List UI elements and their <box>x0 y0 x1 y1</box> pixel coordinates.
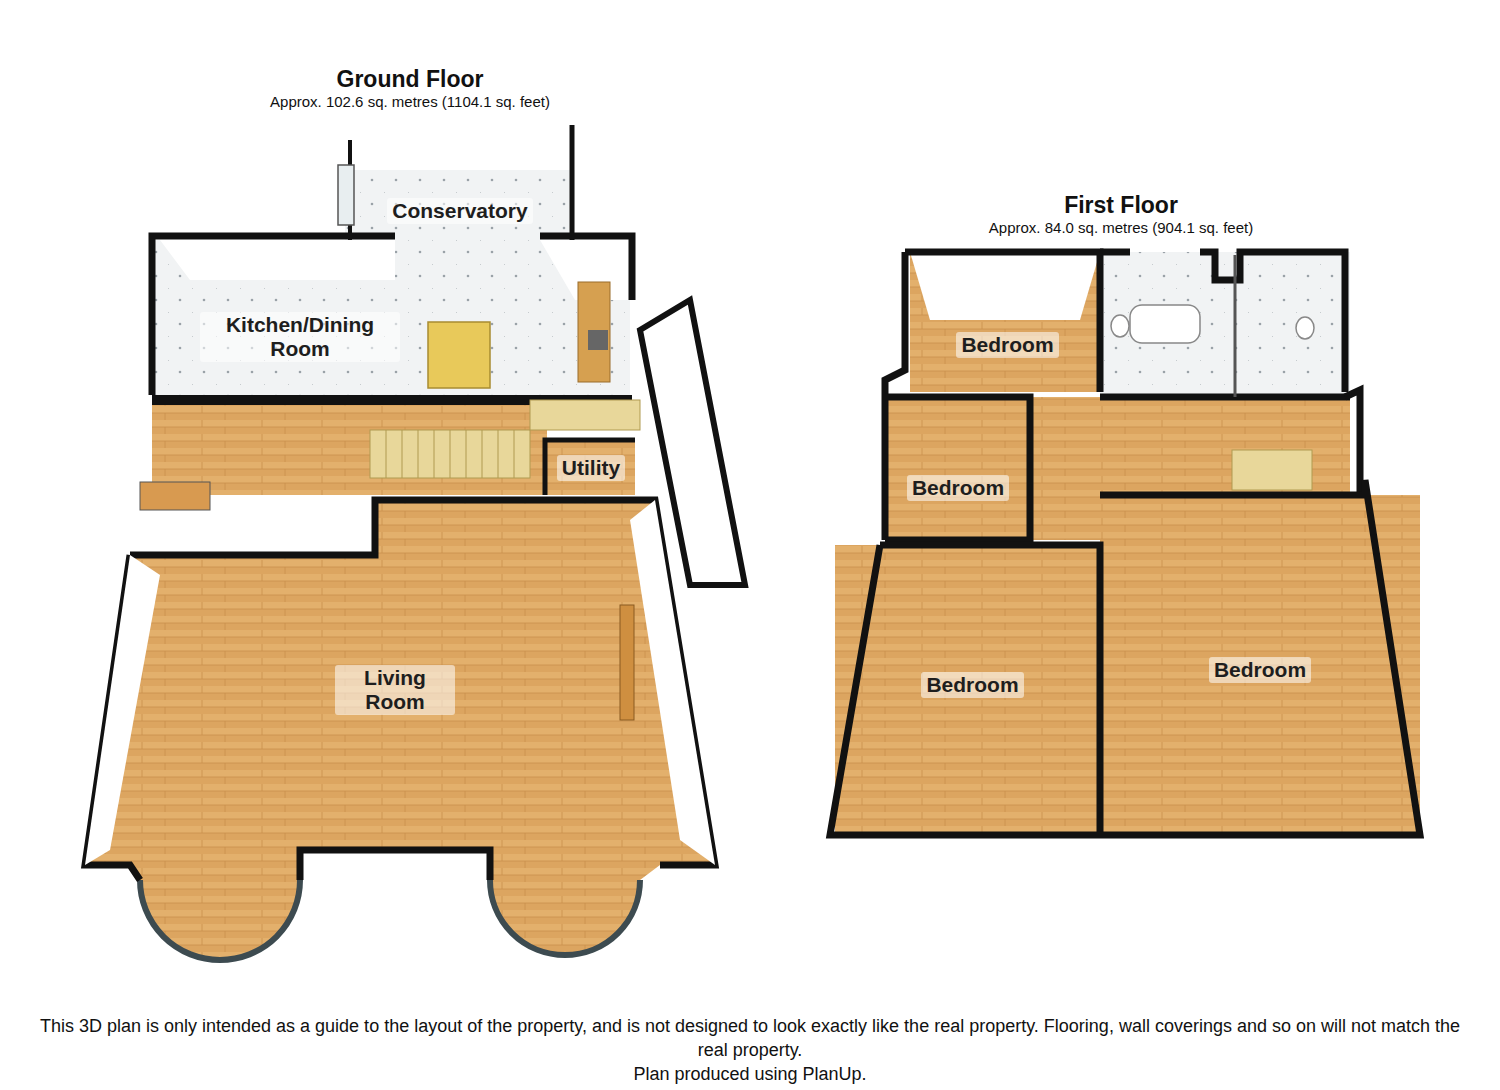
wall <box>570 125 575 240</box>
hob <box>588 330 608 350</box>
toilet <box>1296 317 1314 339</box>
bay-window <box>140 880 300 960</box>
wall <box>1234 255 1237 397</box>
fireplace <box>620 605 634 720</box>
bay-window <box>490 880 640 955</box>
bedroom-floor <box>885 397 1030 540</box>
bedroom-floor <box>910 252 1100 392</box>
room-label: Conservatory <box>387 198 532 224</box>
hall-floor <box>152 395 547 495</box>
credit-note: Plan produced using PlanUp. <box>0 1062 1500 1086</box>
disclaimer-caption: This 3D plan is only intended as a guide… <box>30 1014 1470 1062</box>
room-region: Bedroom <box>915 320 1100 370</box>
room-region: Utility <box>548 448 634 488</box>
kitchen-island <box>428 322 490 388</box>
floor-area: Approx. 102.6 sq. metres (1104.1 sq. fee… <box>80 93 740 111</box>
room-region: Kitchen/Dining Room <box>160 282 440 392</box>
room-label: Bedroom <box>1209 657 1311 683</box>
floor-region: First FloorApprox. 84.0 sq. metres (904.… <box>826 192 1416 837</box>
wall-face <box>160 240 395 280</box>
room-region: Bedroom <box>888 462 1028 514</box>
staircase <box>1232 450 1312 490</box>
room-label: Utility <box>557 455 625 481</box>
wall-face <box>910 252 1100 320</box>
bay-window <box>140 880 300 960</box>
living-room-floor <box>85 500 715 880</box>
room-region: Living Room <box>180 600 610 780</box>
bay-window <box>490 880 640 955</box>
floor-area: Approx. 84.0 sq. metres (904.1 sq. feet) <box>826 219 1416 237</box>
toilet <box>1111 315 1129 337</box>
door <box>338 165 354 225</box>
room-region: Bedroom <box>850 640 1095 730</box>
wall-face <box>630 500 715 865</box>
room-label: Bedroom <box>921 672 1023 698</box>
kitchen-floor <box>152 240 630 395</box>
room-region: Bedroom <box>1110 620 1410 720</box>
conservatory-floor <box>345 170 575 242</box>
floor-title: First Floor <box>826 192 1416 219</box>
door <box>140 482 210 510</box>
ground-floor-plan <box>85 125 745 960</box>
wall-face <box>85 555 160 865</box>
room-region: Conservatory <box>360 182 560 240</box>
bath <box>1130 305 1200 343</box>
room-label: Kitchen/Dining Room <box>200 312 400 362</box>
wall <box>545 440 635 495</box>
room-label: Bedroom <box>956 332 1058 358</box>
utility-floor <box>545 440 635 495</box>
worktop <box>578 282 610 382</box>
shower-room-floor <box>1235 252 1350 397</box>
floor-title: Ground Floor <box>80 66 740 93</box>
room-label: Bedroom <box>907 475 1009 501</box>
room-label: Living Room <box>335 665 455 715</box>
floor-region: Ground FloorApprox. 102.6 sq. metres (11… <box>80 66 740 956</box>
wall <box>85 500 715 880</box>
first-floor-plan <box>830 252 1420 835</box>
wall <box>830 252 1420 835</box>
